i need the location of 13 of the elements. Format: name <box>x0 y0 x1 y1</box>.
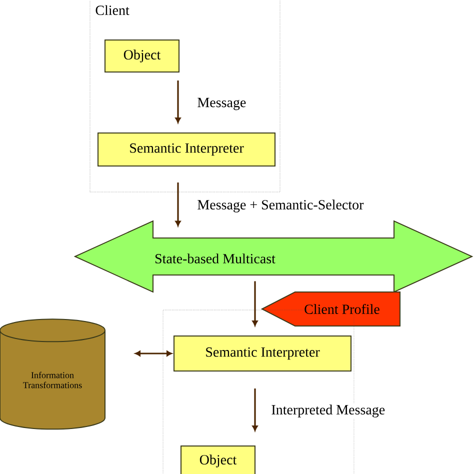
database-cylinder: Information Transformations <box>0 318 106 430</box>
arrow <box>135 350 172 356</box>
edge-label: Message <box>196 96 248 112</box>
arrow <box>175 80 181 123</box>
arrow <box>175 182 181 226</box>
arrow <box>252 281 258 326</box>
edge-label: Interpreted Message <box>270 404 386 418</box>
process-box: Object <box>104 40 180 72</box>
edge-label: Message + Semantic-Selector <box>196 198 365 214</box>
process-box: Semantic Interpreter <box>98 132 276 166</box>
process-box: Semantic Interpreter <box>174 336 352 372</box>
process-box: Object <box>180 446 256 474</box>
arrow <box>252 388 258 431</box>
